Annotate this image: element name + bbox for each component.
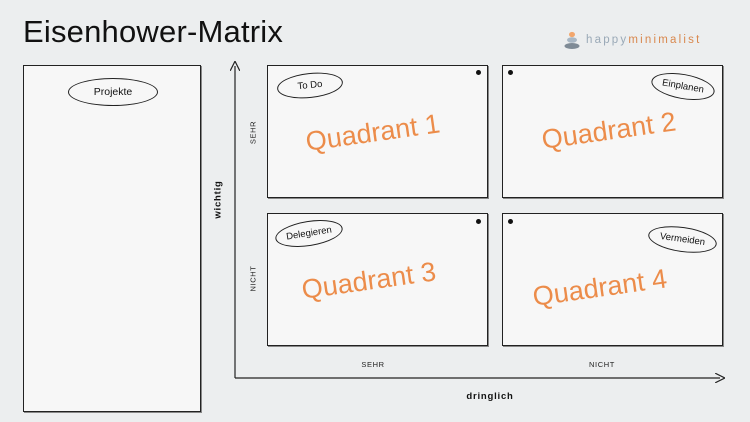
quadrant-3-dot — [476, 219, 481, 224]
x-axis-title: dringlich — [466, 391, 514, 402]
projects-label: Projekte — [68, 78, 158, 106]
y-axis-low-label: NICHT — [248, 265, 258, 292]
x-axis-low-label: NICHT — [589, 360, 615, 369]
x-axis-high-label: SEHR — [361, 360, 385, 369]
brand-part-minimalist: minimalist — [628, 34, 702, 46]
y-axis-high-label: SEHR — [248, 120, 258, 145]
quadrant-1-dot — [476, 70, 481, 75]
y-axis-title: wichtig — [212, 180, 224, 219]
projects-panel — [23, 65, 201, 412]
brand-logo: happyminimalist — [562, 30, 701, 50]
brand-name: happyminimalist — [586, 34, 701, 46]
page-title: Eisenhower-Matrix — [23, 14, 284, 49]
quadrant-4-dot — [508, 219, 513, 224]
stacked-stones-icon — [564, 31, 580, 49]
brand-part-happy: happy — [586, 34, 629, 46]
quadrant-2-dot — [508, 70, 513, 75]
